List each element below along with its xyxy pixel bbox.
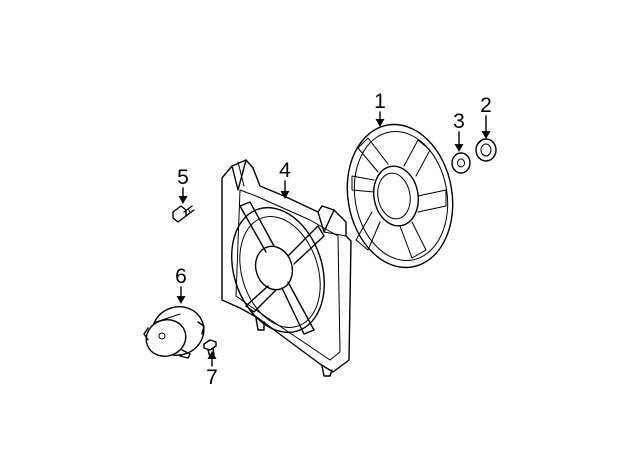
- leader-arrowhead: [176, 296, 186, 304]
- leader-arrowhead: [454, 144, 464, 152]
- callout-7-label: 7: [206, 366, 218, 389]
- fan-motor[interactable]: [141, 300, 211, 363]
- leader-arrowhead: [207, 351, 217, 359]
- callout-2: 2: [480, 94, 492, 139]
- fan-shroud[interactable]: [216, 159, 352, 377]
- callout-1: 1: [374, 90, 386, 127]
- nut[interactable]: [475, 138, 497, 162]
- callout-7: 7: [206, 351, 218, 389]
- callout-5-label: 5: [177, 166, 189, 189]
- leader-arrowhead: [280, 191, 290, 199]
- callout-3: 3: [453, 110, 465, 152]
- callout-4: 4: [279, 159, 291, 199]
- callout-6-label: 6: [175, 265, 187, 288]
- callout-5: 5: [177, 166, 189, 204]
- callout-1-label: 1: [374, 90, 386, 113]
- fan-blade[interactable]: [336, 116, 463, 276]
- washer[interactable]: [451, 152, 471, 174]
- screw[interactable]: [203, 339, 217, 358]
- callout-2-label: 2: [480, 94, 492, 117]
- leader-arrowhead: [375, 119, 385, 127]
- callout-6: 6: [175, 265, 187, 304]
- bolt[interactable]: [172, 205, 195, 223]
- callout-3-label: 3: [453, 110, 465, 133]
- leader-arrowhead: [178, 196, 188, 204]
- callout-4-label: 4: [279, 159, 291, 182]
- leader-arrowhead: [481, 131, 491, 139]
